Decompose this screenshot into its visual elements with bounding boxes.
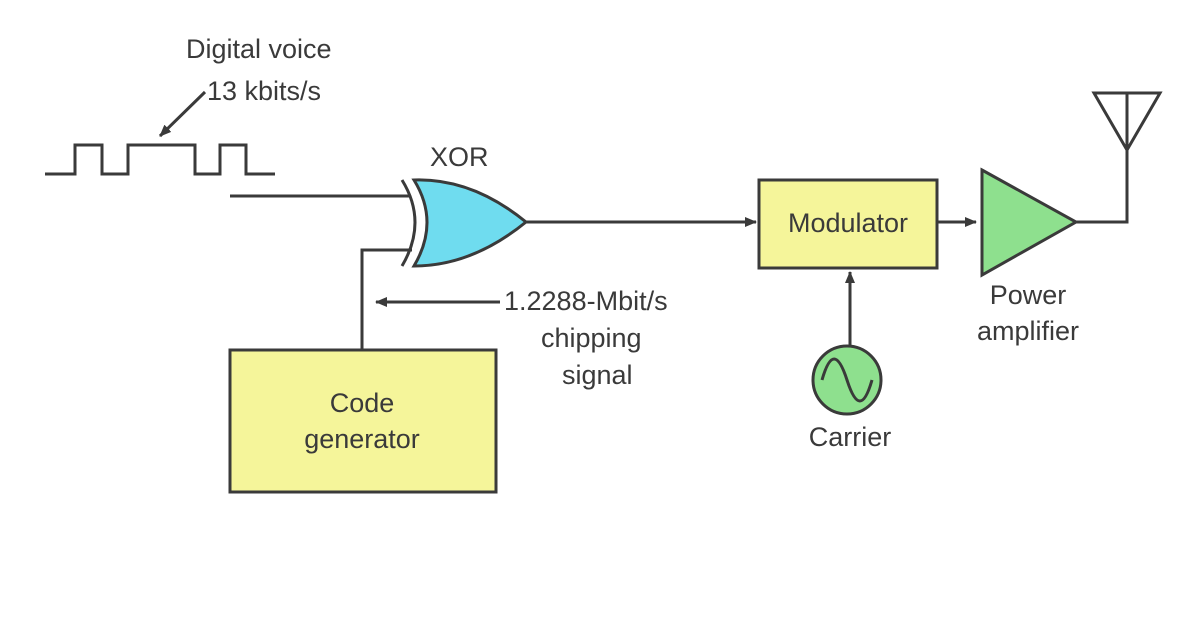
modulator-block bbox=[757, 178, 939, 270]
sine-wave-icon bbox=[820, 357, 874, 403]
code-generator-to-xor-line bbox=[360, 248, 412, 350]
amplifier-to-antenna-line bbox=[1076, 150, 1129, 224]
antenna-icon bbox=[1091, 91, 1163, 153]
digital-voice-label-line2: 13 kbits/s bbox=[207, 76, 321, 106]
power-amplifier-label-line1: Power bbox=[990, 280, 1067, 310]
chipping-signal-label-line2: chipping bbox=[541, 323, 642, 353]
digital-voice-waveform bbox=[45, 143, 275, 176]
code-generator-label-line2: generator bbox=[304, 424, 420, 454]
xor-gate-body bbox=[411, 178, 529, 268]
xor-gate-back-curve bbox=[400, 179, 417, 267]
power-amplifier-triangle bbox=[980, 167, 1080, 278]
carrier-label: Carrier bbox=[809, 422, 892, 452]
digital-voice-label-line1: Digital voice bbox=[186, 34, 332, 64]
code-generator-block bbox=[228, 348, 498, 494]
modulator-label: Modulator bbox=[788, 208, 908, 238]
power-amplifier-label-line2: amplifier bbox=[977, 316, 1079, 346]
code-generator-label-line1: Code bbox=[330, 388, 395, 418]
digital-voice-pointer bbox=[158, 90, 207, 138]
chipping-signal-label-line1: 1.2288-Mbit/s bbox=[504, 286, 668, 316]
chipping-signal-label-line3: signal bbox=[562, 360, 633, 390]
xor-label: XOR bbox=[430, 142, 489, 172]
